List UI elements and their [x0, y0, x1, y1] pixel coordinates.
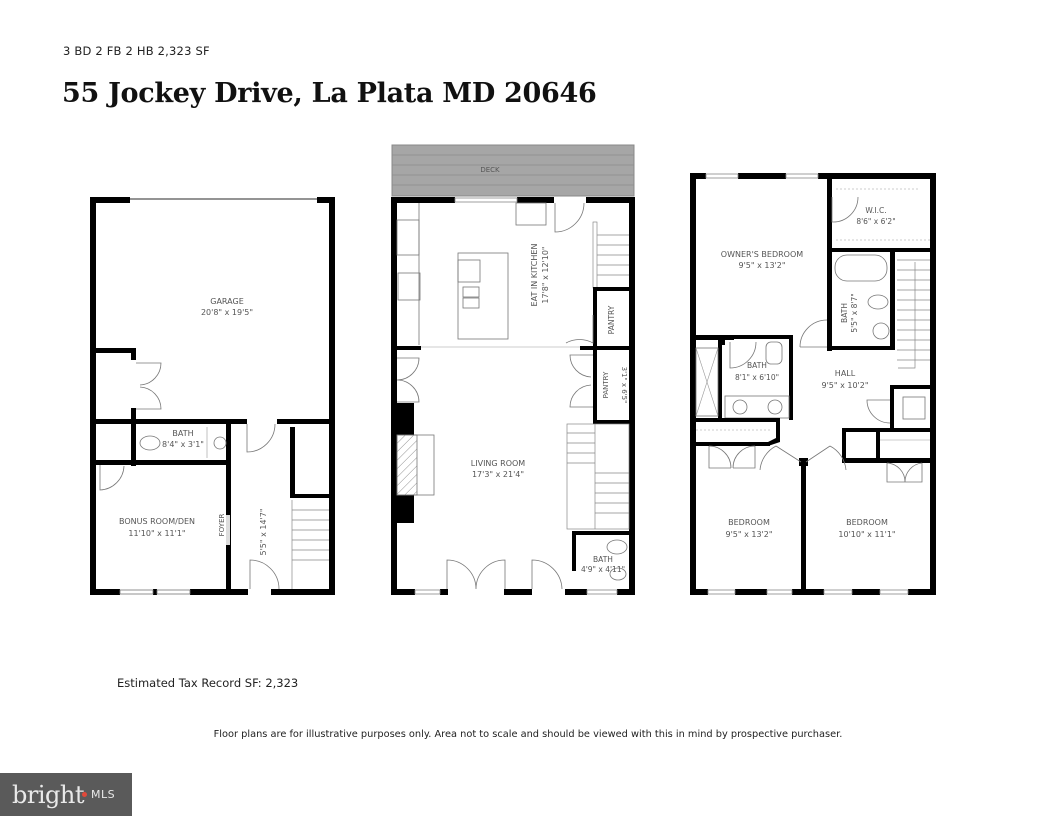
room-label-main-bath: BATH — [593, 555, 613, 564]
room-label-hall-bath: BATH — [747, 361, 767, 370]
upper-level-plan: W.I.C. 8'6" x 6'2" OWNER'S BEDROOM 9'5" … — [690, 173, 936, 595]
room-label-deck: DECK — [480, 166, 500, 174]
property-summary: 3 BD 2 FB 2 HB 2,323 SF — [63, 44, 210, 58]
room-label-pantry: PANTRY — [607, 305, 616, 334]
room-dims-owners-bedroom: 9'5" x 13'2" — [738, 261, 785, 270]
room-dims-main-bath: 4'9" x 4'11" — [581, 565, 625, 574]
room-dims-owners-bath: 5'5" x 8'7" — [850, 293, 859, 332]
brand-suffix: MLS — [90, 788, 116, 801]
room-dims-bonus-room: 11'10" x 11'1" — [128, 529, 185, 538]
room-label-owners-bedroom: OWNER'S BEDROOM — [721, 250, 803, 259]
room-dims-garage: 20'8" x 19'5" — [201, 308, 253, 317]
main-level-plan: DECK — [391, 144, 635, 595]
room-label-lower-bath: BATH — [172, 429, 193, 438]
brand-name: bright — [12, 780, 84, 809]
room-dims-pantry-2: 3'1" x 6'5" — [620, 367, 628, 404]
room-label-hall: HALL — [835, 369, 856, 378]
brand-dot-icon — [81, 792, 87, 797]
room-dims-wic: 8'6" x 6'2" — [856, 217, 895, 226]
room-dims-bedroom-1: 9'5" x 13'2" — [725, 530, 772, 539]
room-label-living-room: LIVING ROOM — [471, 459, 526, 468]
property-address: 55 Jockey Drive, La Plata MD 20646 — [62, 78, 597, 109]
room-label-bonus-room: BONUS ROOM/DEN — [119, 517, 195, 526]
room-label-bedroom-1: BEDROOM — [728, 518, 770, 527]
room-dims-hall-bath: 8'1" x 6'10" — [735, 373, 779, 382]
room-dims-kitchen: 17'8" x 12'10" — [541, 246, 550, 303]
room-dims-living-room: 17'3" x 21'4" — [472, 470, 524, 479]
room-label-bedroom-2: BEDROOM — [846, 518, 888, 527]
room-dims-lower-bath: 8'4" x 3'1" — [162, 440, 204, 449]
room-label-garage: GARAGE — [210, 297, 244, 306]
room-label-kitchen: EAT IN KITCHEN — [530, 244, 539, 307]
tax-record-sf: Estimated Tax Record SF: 2,323 — [117, 676, 299, 690]
room-label-wic: W.I.C. — [865, 206, 886, 215]
room-dims-bedroom-2: 10'10" x 11'1" — [838, 530, 895, 539]
bright-mls-logo: bright MLS — [0, 773, 132, 816]
room-label-foyer: FOYER — [218, 514, 226, 537]
room-label-owners-bath: BATH — [840, 303, 849, 323]
disclaimer-text: Floor plans are for illustrative purpose… — [213, 729, 843, 740]
lower-level-plan: GARAGE 20'8" x 19'5" BATH 8'4" x 3'1" BO… — [90, 197, 335, 595]
room-dims-foyer: 5'5" x 14'7" — [259, 508, 268, 555]
room-label-pantry-2: PANTRY — [602, 371, 610, 398]
room-dims-hall: 9'5" x 10'2" — [821, 381, 868, 390]
